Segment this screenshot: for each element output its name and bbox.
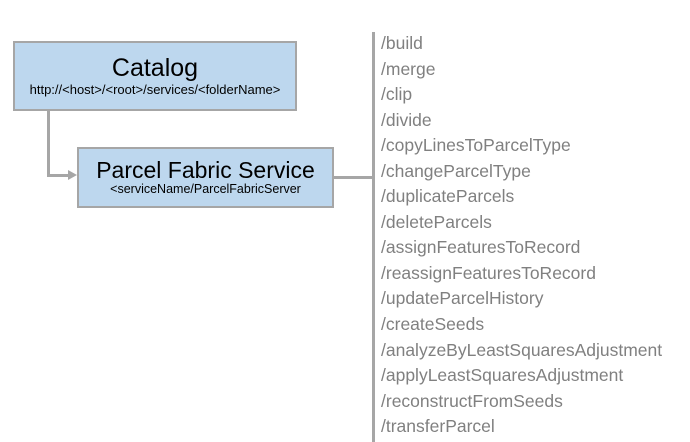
arrowhead-icon xyxy=(68,170,77,180)
catalog-node-title: Catalog xyxy=(111,53,199,82)
parcel-fabric-service-title: Parcel Fabric Service xyxy=(96,157,315,184)
operation-item[interactable]: /clip xyxy=(381,84,413,105)
operation-item[interactable]: /analyzeByLeastSquaresAdjustment xyxy=(381,339,663,360)
catalog-node[interactable]: Catalog http://<host>/<root>/services/<f… xyxy=(13,41,297,111)
operation-item[interactable]: /transferParcel xyxy=(381,416,495,437)
connector-catalog-horizontal xyxy=(47,174,71,177)
connector-catalog-vertical xyxy=(47,110,50,177)
operation-item[interactable]: /reconstructFromSeeds xyxy=(381,390,563,411)
operation-item[interactable]: /changeParcelType xyxy=(381,160,531,181)
operation-item[interactable]: /build xyxy=(381,33,423,53)
operation-item[interactable]: /duplicateParcels xyxy=(381,186,515,207)
operation-item[interactable]: /deleteParcels xyxy=(381,211,492,232)
operation-item[interactable]: /merge xyxy=(381,58,436,79)
operations-list: /build/merge/clip/divide/copyLinesToParc… xyxy=(381,31,681,442)
operation-item[interactable]: /assignFeaturesToRecord xyxy=(381,237,581,258)
operation-item[interactable]: /divide xyxy=(381,109,432,130)
operation-item[interactable]: /createSeeds xyxy=(381,314,485,335)
operations-spine-line xyxy=(372,32,375,442)
parcel-fabric-service-node[interactable]: Parcel Fabric Service <serviceName/Parce… xyxy=(77,147,334,208)
operation-item[interactable]: /updateParcelHistory xyxy=(381,288,544,309)
connector-service-horizontal xyxy=(334,176,375,179)
operation-item[interactable]: /applyLeastSquaresAdjustment xyxy=(381,365,624,386)
operation-item[interactable]: /reassignFeaturesToRecord xyxy=(381,262,596,283)
catalog-node-url: http://<host>/<root>/services/<folderNam… xyxy=(29,81,281,97)
parcel-fabric-service-path: <serviceName/ParcelFabricServer xyxy=(110,182,301,197)
operation-item[interactable]: /copyLinesToParcelType xyxy=(381,135,571,156)
